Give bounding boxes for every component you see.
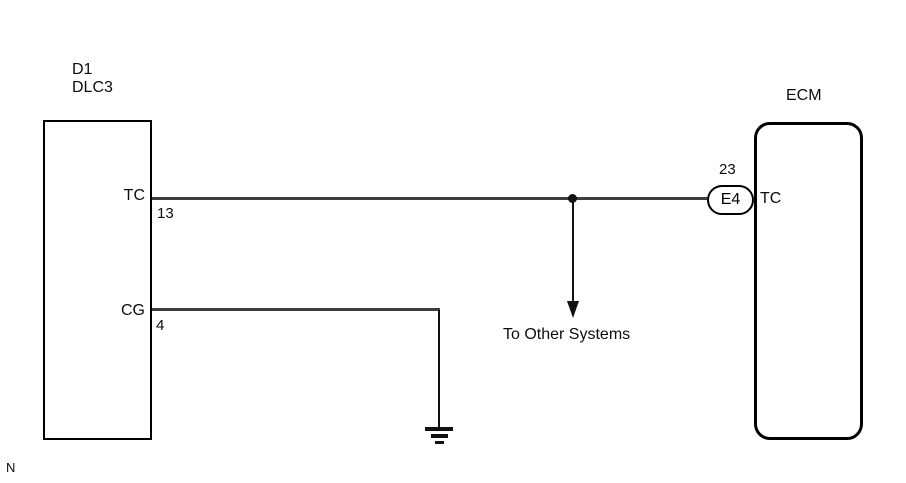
dlc3-tc-pin-label: TC [123, 187, 145, 204]
ground-wire [438, 310, 440, 428]
ground-bar-middle [431, 434, 448, 438]
junction-dot [568, 194, 577, 203]
dlc3-code-label: D1 [72, 61, 93, 78]
ecm-box [754, 122, 863, 440]
corner-label: N [6, 460, 16, 475]
e4-connector-oval: E4 [707, 185, 754, 215]
dlc3-cg-pin-label: CG [121, 302, 145, 319]
ecm-tc-pin-label: TC [760, 190, 782, 207]
ecm-label: ECM [786, 87, 822, 104]
branch-wire [572, 199, 574, 302]
dlc3-tc-pin-number: 13 [157, 205, 174, 222]
cg-wire [152, 308, 440, 311]
dlc3-connector-box [43, 120, 152, 440]
dlc3-name-label: DLC3 [72, 79, 113, 96]
ground-bar-bottom [435, 440, 444, 444]
e4-connector-code: E4 [720, 191, 741, 208]
branch-arrowhead [567, 301, 579, 318]
dlc3-cg-pin-number: 4 [156, 317, 165, 334]
tc-wire [152, 197, 707, 200]
e4-pin-number: 23 [719, 161, 736, 178]
ground-bar-top [425, 427, 453, 431]
to-other-systems-label: To Other Systems [503, 326, 631, 343]
